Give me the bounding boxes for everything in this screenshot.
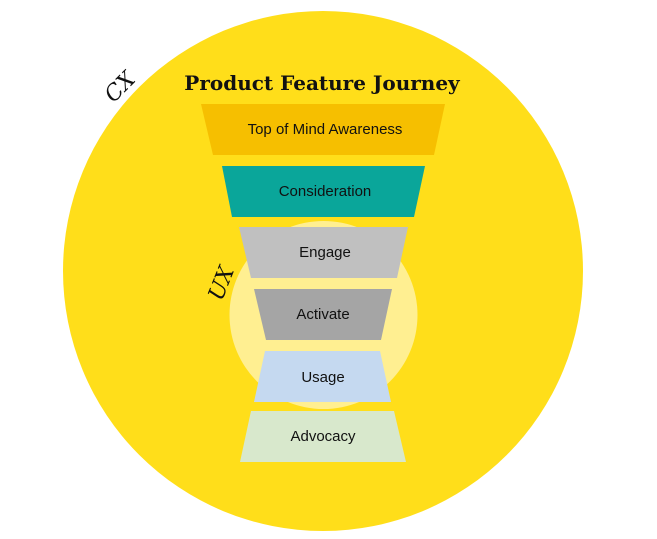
stage-label: Activate bbox=[296, 306, 349, 323]
diagram-title: Product Feature Journey bbox=[184, 71, 461, 95]
stage-shape bbox=[239, 227, 408, 278]
stage-usage: Usage bbox=[254, 351, 391, 402]
stage-activate: Activate bbox=[254, 289, 392, 340]
stage-label: Top of Mind Awareness bbox=[248, 121, 403, 138]
stage-shape bbox=[254, 289, 392, 340]
stage-engage: Engage bbox=[239, 227, 408, 278]
stage-label: Consideration bbox=[279, 183, 372, 200]
funnel-stages: Top of Mind Awareness Consideration Enga… bbox=[201, 104, 445, 462]
stage-shape bbox=[201, 104, 445, 155]
stage-label: Usage bbox=[301, 369, 344, 386]
stage-shape bbox=[254, 351, 391, 402]
stage-consideration: Consideration bbox=[222, 166, 425, 217]
stage-label: Engage bbox=[299, 244, 351, 261]
stage-shape bbox=[240, 411, 406, 462]
stage-label: Advocacy bbox=[290, 428, 356, 445]
stage-advocacy: Advocacy bbox=[240, 411, 406, 462]
stage-shape bbox=[222, 166, 425, 217]
stage-top-of-mind-awareness: Top of Mind Awareness bbox=[201, 104, 445, 155]
